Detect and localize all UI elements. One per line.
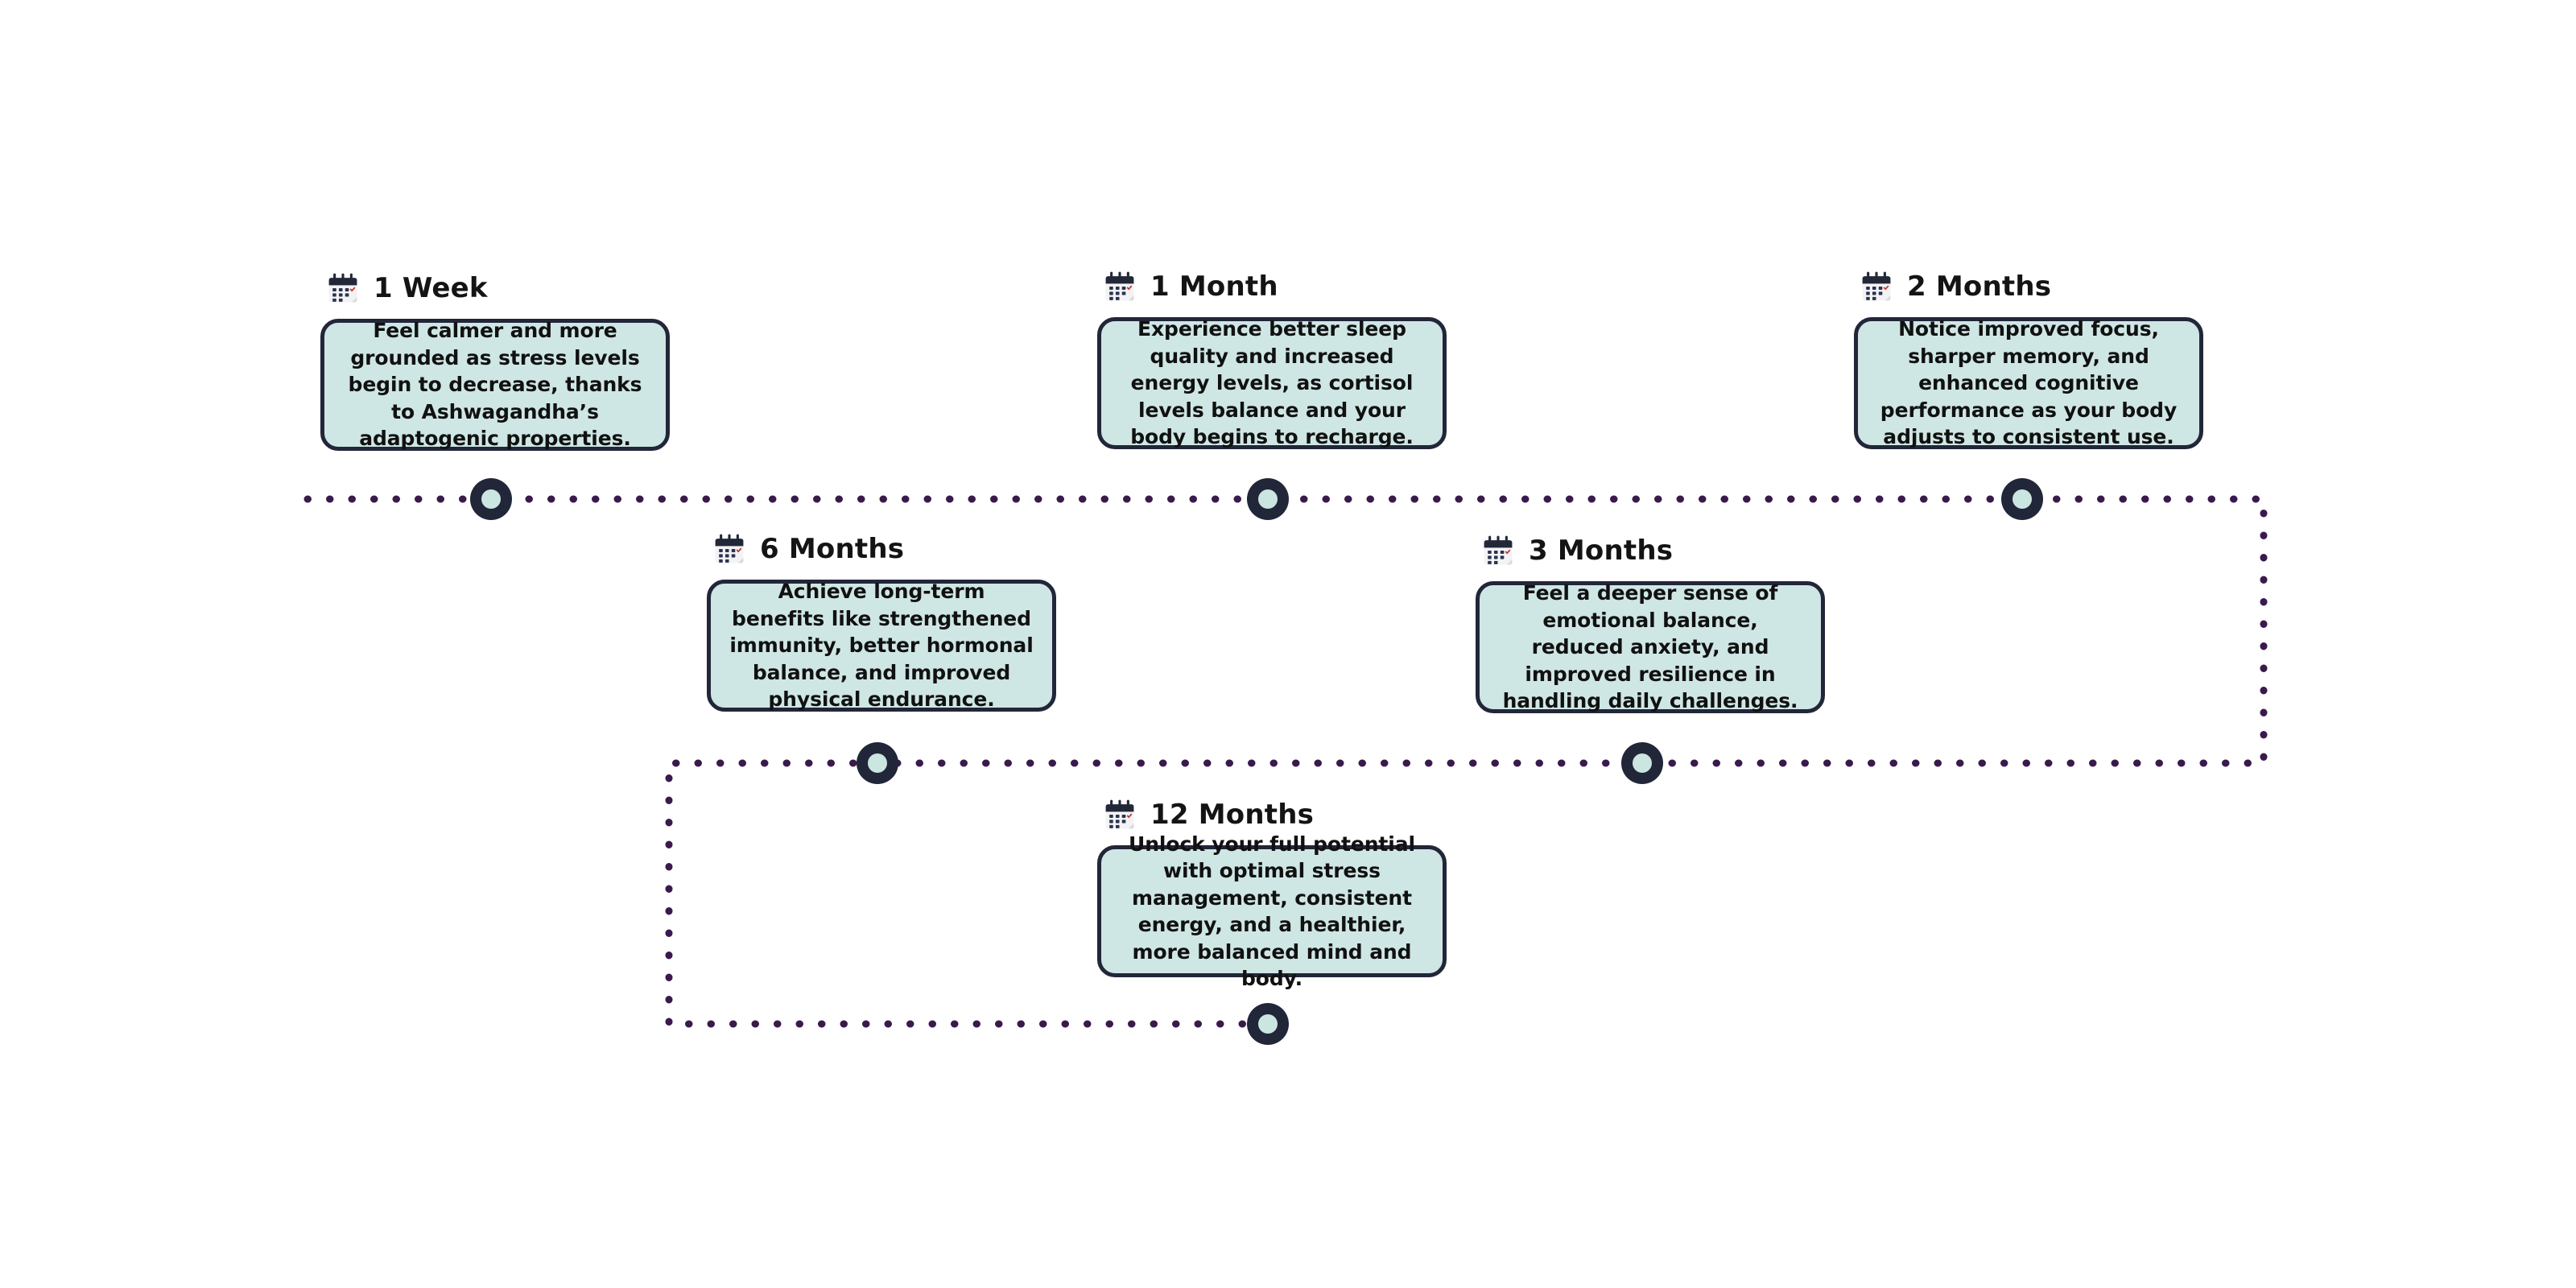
milestone-header: 1 Month xyxy=(1097,264,1447,309)
milestone-label: 1 Month xyxy=(1150,270,1278,303)
calendar-icon xyxy=(328,273,357,303)
milestone-label: 1 Week xyxy=(374,272,488,304)
milestone-label: 12 Months xyxy=(1150,799,1315,831)
calendar-icon xyxy=(715,534,744,564)
milestone-card: Feel a deeper sense of emotional balance… xyxy=(1476,581,1825,713)
milestone-description: Unlock your full potential with optimal … xyxy=(1129,832,1415,991)
milestone-card: Notice improved focus, sharper memory, a… xyxy=(1854,317,2203,449)
milestone-card: Achieve long-term benefits like strength… xyxy=(707,580,1056,712)
milestone-header: 12 Months xyxy=(1097,792,1447,837)
milestone-label: 2 Months xyxy=(1907,270,2052,303)
milestone-card: Unlock your full potential with optimal … xyxy=(1097,832,1447,990)
milestone-label: 6 Months xyxy=(760,533,905,565)
timeline-node-12-months[interactable] xyxy=(1247,1003,1289,1045)
milestone-3-months[interactable]: 3 Months Feel a deeper sense of emotiona… xyxy=(1476,528,1825,713)
milestone-header: 2 Months xyxy=(1854,264,2203,309)
milestone-description: Experience better sleep quality and incr… xyxy=(1130,317,1414,449)
milestone-header: 3 Months xyxy=(1476,528,1825,573)
milestone-label: 3 Months xyxy=(1529,535,1674,567)
calendar-icon xyxy=(1484,535,1513,565)
milestone-header: 6 Months xyxy=(707,526,1056,572)
milestone-6-months[interactable]: 6 Months Achieve long-term benefits like… xyxy=(707,526,1056,712)
milestone-2-months[interactable]: 2 Months Notice improved focus, sharper … xyxy=(1854,264,2203,449)
milestone-1-month[interactable]: 1 Month Experience better sleep quality … xyxy=(1097,264,1447,449)
milestone-description: Feel a deeper sense of emotional balance… xyxy=(1502,581,1798,713)
milestone-header: 1 Week xyxy=(320,266,670,311)
milestone-1-week[interactable]: 1 Week Feel calmer and more grounded as … xyxy=(320,266,670,451)
milestone-description: Notice improved focus, sharper memory, a… xyxy=(1880,317,2178,449)
milestone-description: Feel calmer and more grounded as stress … xyxy=(348,319,642,451)
calendar-icon xyxy=(1862,271,1891,301)
milestone-card: Experience better sleep quality and incr… xyxy=(1097,317,1447,449)
calendar-icon xyxy=(1105,799,1134,829)
timeline-node-1-month[interactable] xyxy=(1247,478,1289,520)
timeline-node-2-months[interactable] xyxy=(2001,478,2043,520)
milestone-card: Feel calmer and more grounded as stress … xyxy=(320,319,670,451)
milestone-12-months[interactable]: 12 Months Unlock your full potential wit… xyxy=(1097,792,1447,990)
timeline-node-1-week[interactable] xyxy=(470,478,512,520)
milestone-description: Achieve long-term benefits like strength… xyxy=(729,580,1034,712)
timeline-node-3-months[interactable] xyxy=(1621,742,1663,784)
timeline-node-6-months[interactable] xyxy=(857,742,898,784)
calendar-icon xyxy=(1105,271,1134,301)
